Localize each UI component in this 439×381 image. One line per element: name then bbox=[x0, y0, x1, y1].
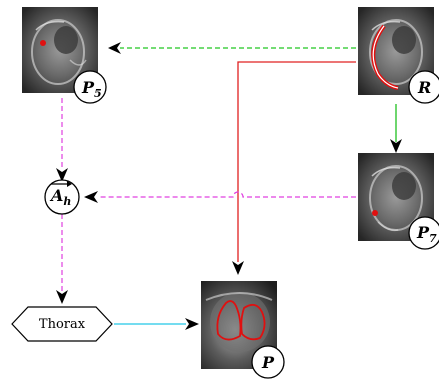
arrowhead-p-left bbox=[185, 318, 199, 330]
node-badge-p7 bbox=[408, 216, 439, 250]
node-badge-p bbox=[251, 345, 285, 379]
arrowhead-ah-top bbox=[56, 168, 68, 182]
node-label-thorax: Thorax bbox=[39, 317, 86, 332]
node-circle-ah bbox=[44, 179, 80, 215]
node-label-ah: Ah bbox=[49, 186, 71, 208]
node-p5: P5 bbox=[22, 7, 107, 104]
hexagon-thorax bbox=[11, 306, 113, 342]
arrowhead-thorax bbox=[56, 290, 68, 304]
node-badge-r bbox=[408, 70, 439, 104]
arrowhead-ah-right bbox=[84, 191, 98, 203]
node-thorax: Thorax bbox=[11, 306, 113, 342]
arrowhead-p bbox=[232, 261, 244, 275]
arrowhead-p7 bbox=[390, 139, 402, 153]
arrowhead-p5 bbox=[108, 42, 121, 54]
landmark-dot-p7 bbox=[372, 210, 378, 216]
edge-r-to-p bbox=[237, 61, 356, 262]
node-p: P bbox=[201, 281, 285, 379]
node-label-p7: P7 bbox=[416, 223, 437, 245]
node-badge-p5 bbox=[73, 70, 107, 104]
edge-p7-to-ah bbox=[98, 191, 356, 198]
node-ah: Ah bbox=[44, 179, 80, 215]
node-label-r: R bbox=[417, 78, 431, 97]
node-r: R bbox=[358, 7, 439, 104]
node-p7: P7 bbox=[358, 153, 439, 250]
node-label-p5: P5 bbox=[81, 78, 102, 100]
lung-contour-left bbox=[216, 300, 242, 341]
node-label-p: P bbox=[261, 353, 275, 372]
landmark-dot-p5 bbox=[40, 40, 46, 46]
lung-contour-right bbox=[240, 303, 266, 341]
